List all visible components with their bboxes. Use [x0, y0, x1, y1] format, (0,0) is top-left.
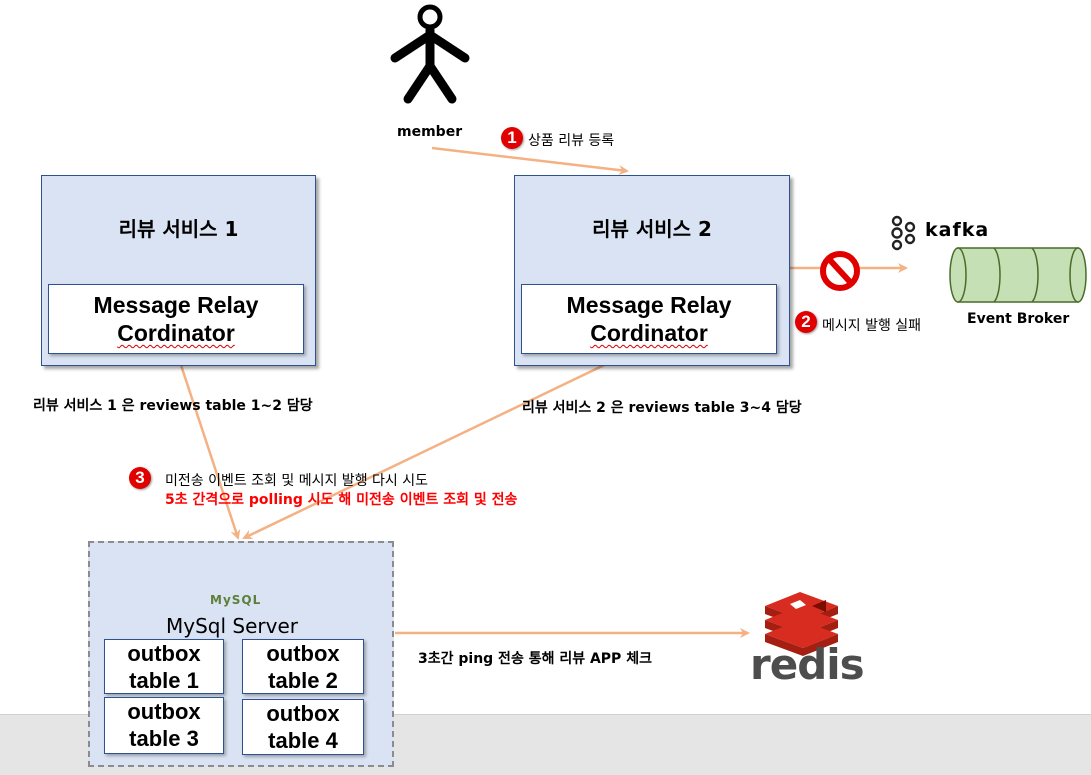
message-relay-box-1: Message Relay Cordinator: [48, 284, 304, 354]
service-1-note: 리뷰 서비스 1 은 reviews table 1~2 담당: [33, 398, 313, 414]
outbox-table-4-line1: outbox: [266, 701, 340, 726]
outbox-table-3-line2: table 3: [129, 726, 199, 751]
outbox-table-4: outbox table 4: [242, 699, 364, 755]
outbox-table-3-line1: outbox: [127, 699, 201, 724]
step-2-badge: 2: [795, 311, 817, 333]
step-3-text: 미전송 이벤트 조회 및 메시지 발행 다시 시도: [165, 473, 428, 489]
member-stick-figure-icon: [390, 4, 470, 104]
kafka-logo-icon: [891, 215, 916, 251]
outbox-table-1: outbox table 1: [104, 639, 224, 694]
kafka-logo-text: kafka: [925, 219, 990, 241]
relay-2-line1: Message Relay: [566, 292, 732, 318]
step-1-badge: 1: [501, 127, 523, 149]
outbox-table-2-line2: table 2: [268, 668, 338, 693]
step-3-subtext: 5초 간격으로 polling 시도 해 미전송 이벤트 조회 및 전송: [165, 492, 518, 508]
ping-note: 3초간 ping 전송 통해 리뷰 APP 체크: [418, 651, 652, 667]
step-3-badge: 3: [129, 467, 151, 489]
prohibited-icon: [820, 251, 860, 291]
redis-logo-text: redis: [750, 640, 865, 689]
review-service-2-box: 리뷰 서비스 2 Message Relay Cordinator: [514, 175, 790, 366]
arrow-relay2-to-db: [242, 354, 624, 540]
outbox-table-1-line2: table 1: [129, 668, 199, 693]
arrow-relay1-to-db: [176, 355, 241, 540]
review-service-2-title: 리뷰 서비스 2: [592, 217, 712, 241]
step-1-text: 상품 리뷰 등록: [528, 133, 615, 149]
outbox-table-3: outbox table 3: [104, 697, 224, 754]
review-service-1-title: 리뷰 서비스 1: [118, 217, 239, 241]
service-2-note: 리뷰 서비스 2 은 reviews table 3~4 담당: [522, 400, 802, 416]
arrow-member-to-service2: [431, 146, 629, 176]
message-relay-box-2: Message Relay Cordinator: [521, 284, 777, 354]
outbox-table-2: outbox table 2: [242, 639, 364, 694]
event-broker-cylinder-icon: [949, 247, 1087, 303]
relay-2-line2: Cordinator: [590, 320, 708, 346]
mysql-server-label: MySql Server: [166, 614, 298, 638]
outbox-table-2-line1: outbox: [266, 641, 340, 666]
mysql-logo-text: MySQL: [210, 593, 262, 607]
event-broker-label: Event Broker: [967, 311, 1070, 327]
outbox-table-1-line1: outbox: [127, 641, 201, 666]
relay-1-line1: Message Relay: [93, 292, 259, 318]
review-service-1-box: 리뷰 서비스 1 Message Relay Cordinator: [41, 175, 316, 366]
redis-logo-icon: [765, 592, 838, 656]
step-2-text: 메시지 발행 실패: [822, 318, 922, 334]
outbox-table-4-line2: table 4: [268, 728, 338, 753]
relay-1-line2: Cordinator: [117, 320, 235, 346]
member-label: member: [397, 124, 463, 140]
